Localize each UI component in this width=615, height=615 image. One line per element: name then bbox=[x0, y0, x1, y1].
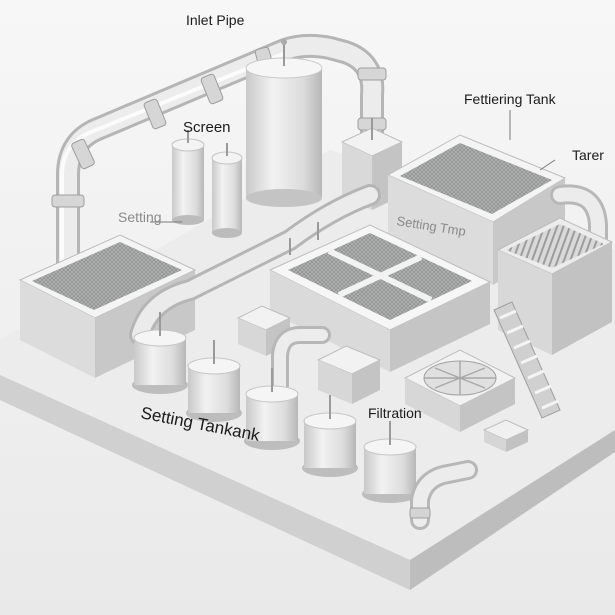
label-tarer: Tarer bbox=[572, 147, 604, 163]
label-screen: Screen bbox=[183, 119, 231, 136]
labels: Inlet Pipe Screen Fettiering Tank Tarer … bbox=[118, 12, 604, 445]
settling-cylinder bbox=[244, 368, 300, 450]
settling-cylinder bbox=[132, 312, 188, 394]
left-settling-tank bbox=[18, 234, 197, 378]
settling-cylinder bbox=[186, 340, 242, 422]
label-inlet-pipe: Inlet Pipe bbox=[186, 12, 245, 28]
stairs bbox=[493, 301, 561, 419]
small-block bbox=[482, 419, 530, 452]
elbow-pipe bbox=[271, 326, 331, 394]
settling-cylinder bbox=[362, 421, 418, 503]
main-pipe bbox=[129, 184, 381, 346]
side-pipe bbox=[550, 184, 608, 255]
filter-module bbox=[496, 217, 614, 355]
label-setting-left: Setting bbox=[118, 209, 162, 225]
fettiering-tank bbox=[386, 134, 567, 285]
small-box-mid bbox=[316, 345, 382, 404]
settling-cylinder bbox=[302, 395, 358, 477]
label-filtration: Filtration bbox=[368, 405, 422, 421]
setting-trap bbox=[268, 224, 492, 372]
label-fettiering-tank: Fettiering Tank bbox=[464, 91, 557, 107]
settling-tank-cylinders bbox=[132, 312, 418, 503]
outlet-elbow bbox=[409, 460, 478, 530]
label-pointers bbox=[150, 110, 556, 223]
central-tank bbox=[245, 39, 323, 207]
fan-box bbox=[403, 349, 517, 432]
